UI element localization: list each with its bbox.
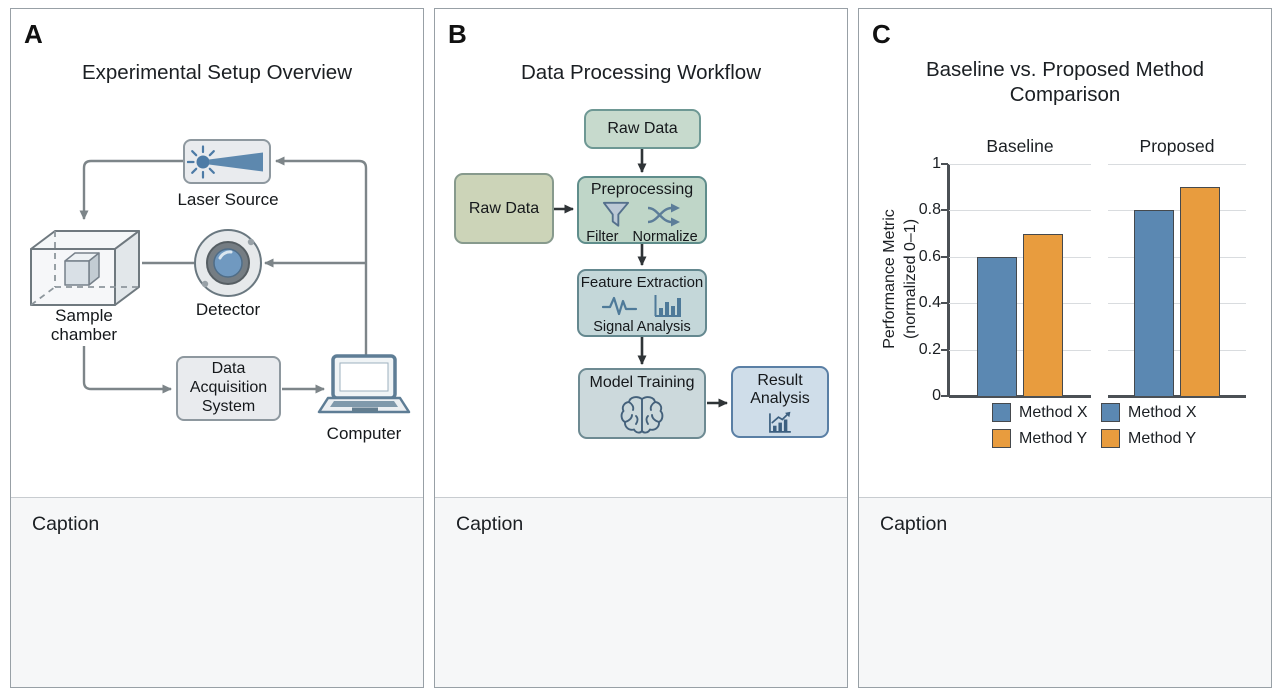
- data-acquisition-node: Data Acquisition System: [176, 356, 281, 421]
- group-header-baseline: Baseline: [986, 136, 1054, 156]
- panel-b-title: Data Processing Workflow: [520, 61, 761, 84]
- y-tick-mark: [941, 209, 948, 212]
- bar-chart-area: Performance Metric (normalized 0–1) Base…: [859, 9, 1271, 499]
- bar-proposed-method-y: [1180, 187, 1220, 396]
- panel-c-chart: C Baseline vs. Proposed Method Compariso…: [859, 9, 1271, 499]
- trend-chart-icon: [769, 411, 791, 433]
- legend-label: Method Y: [1128, 429, 1197, 447]
- legend-swatch: [992, 403, 1011, 422]
- legend-item: Method X: [1101, 403, 1196, 422]
- y-tick-mark: [941, 348, 948, 351]
- sample-chamber-icon: [30, 230, 140, 306]
- bar-baseline-method-x: [977, 256, 1017, 396]
- panel-a: A Experimental Setup Overview: [10, 8, 424, 688]
- x-axis-line: [949, 395, 1091, 398]
- gridline: [949, 349, 1091, 351]
- legend-item: Method Y: [1101, 429, 1196, 448]
- legend-baseline: Method X Method Y: [992, 403, 1087, 448]
- gridline: [949, 210, 1091, 212]
- gridline: [1108, 256, 1246, 258]
- raw-data-top-node: Raw Data: [584, 109, 701, 149]
- filter-label: Filter: [586, 229, 619, 246]
- panel-c-title: Baseline vs. Proposed Method Comparison: [859, 57, 1271, 107]
- feature-extraction-title: Feature Extraction: [580, 274, 704, 291]
- detector-lens-icon: [194, 229, 262, 297]
- y-tick-label: 0: [932, 387, 941, 404]
- group-header-proposed: Proposed: [1139, 136, 1215, 156]
- gridline: [949, 256, 1091, 258]
- panel-b-diagram: B Data Processing Workflow Raw Data Raw …: [435, 9, 847, 499]
- panel-c-caption: Caption: [859, 497, 1271, 687]
- sample-chamber-label: Sample chamber: [50, 306, 118, 344]
- gridline: [1108, 164, 1246, 165]
- laser-source-label: Laser Source: [177, 190, 279, 209]
- y-tick-label: 0.2: [918, 340, 941, 358]
- panel-c-letter: C: [872, 19, 891, 49]
- legend-item: Method Y: [992, 429, 1087, 448]
- panel-a-caption: Caption: [11, 497, 423, 687]
- y-tick-label: 1: [932, 155, 941, 172]
- preprocessing-title: Preprocessing: [590, 181, 694, 198]
- panel-c: C Baseline vs. Proposed Method Compariso…: [858, 8, 1272, 688]
- panel-a-letter: A: [24, 19, 43, 49]
- panel-b-letter: B: [448, 19, 467, 49]
- arrow-chamber-to-das: [82, 346, 172, 394]
- y-tick-label: 0.4: [918, 294, 941, 312]
- feature-extraction-node: Feature Extraction Signal Analysis: [577, 269, 707, 337]
- laptop-icon: [317, 354, 411, 414]
- preprocessing-node: Preprocessing Filter Normalize: [577, 176, 707, 246]
- shuffle-icon: [647, 203, 680, 227]
- panel-b: B Data Processing Workflow Raw Data Raw …: [434, 8, 848, 688]
- legend-swatch: [1101, 403, 1120, 422]
- bar-baseline-method-y: [1023, 233, 1063, 396]
- panel-c-title-line2: Comparison: [1009, 83, 1121, 106]
- laser-beam-icon: [187, 144, 263, 179]
- y-axis-line: [947, 164, 950, 397]
- brain-icon: [620, 396, 664, 434]
- y-tick-label: 0.6: [918, 247, 941, 265]
- result-analysis-node: Result Analysis: [731, 366, 829, 438]
- arrow-laser-to-chamber: [79, 159, 183, 220]
- x-axis-line: [1108, 395, 1246, 398]
- y-tick-label: 0.8: [918, 201, 941, 219]
- legend-label: Method X: [1019, 403, 1088, 421]
- result-analysis-title: Result Analysis: [750, 372, 810, 408]
- raw-data-left-node: Raw Data: [454, 173, 554, 244]
- legend-label: Method Y: [1019, 429, 1088, 447]
- y-tick-mark: [941, 395, 948, 397]
- legend-item: Method X: [992, 403, 1087, 422]
- computer-label: Computer: [326, 424, 402, 443]
- gridline: [1108, 303, 1246, 305]
- model-training-title: Model Training: [589, 374, 695, 391]
- y-axis-label: Performance Metric (normalized 0–1): [881, 209, 919, 349]
- legend-swatch: [992, 429, 1011, 448]
- panel-c-title-line1: Baseline vs. Proposed Method: [925, 58, 1205, 81]
- panel-a-title: Experimental Setup Overview: [81, 61, 353, 84]
- laser-source-node: [183, 139, 271, 184]
- gridline: [1108, 210, 1246, 212]
- model-training-node: Model Training: [578, 368, 706, 439]
- signal-analysis-label: Signal Analysis: [593, 319, 691, 336]
- mini-bar-chart-icon: [654, 295, 681, 318]
- y-tick-mark: [941, 255, 948, 258]
- waveform-icon: [602, 297, 638, 316]
- y-tick-mark: [941, 163, 948, 165]
- normalize-label: Normalize: [632, 229, 698, 246]
- funnel-icon: [602, 202, 630, 228]
- detector-label: Detector: [195, 300, 261, 319]
- panel-a-diagram: A Experimental Setup Overview: [11, 9, 423, 499]
- bar-proposed-method-x: [1134, 210, 1174, 396]
- y-tick-mark: [941, 302, 948, 305]
- panel-b-caption: Caption: [435, 497, 847, 687]
- legend-swatch: [1101, 429, 1120, 448]
- legend-proposed: Method X Method Y: [1101, 403, 1196, 448]
- gridline: [949, 303, 1091, 305]
- gridline: [949, 164, 1091, 165]
- gridline: [1108, 349, 1246, 351]
- legend-label: Method X: [1128, 403, 1197, 421]
